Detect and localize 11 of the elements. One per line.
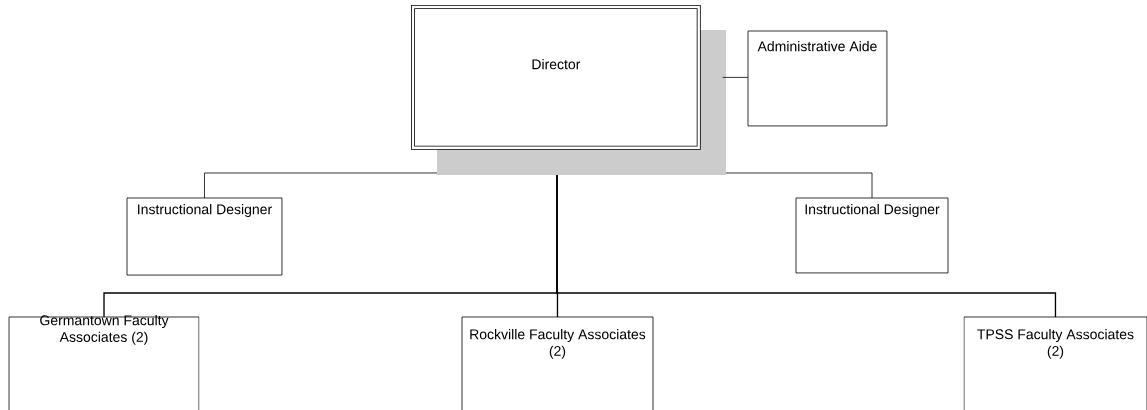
connector-line xyxy=(556,174,1057,318)
position-box: TPSS Faculty Associates (2) xyxy=(963,316,1147,410)
position-box: Instructional Designer xyxy=(126,197,283,276)
connector-line xyxy=(722,77,749,78)
position-box: Rockville Faculty Associates (2) xyxy=(461,316,654,410)
position-box: Germantown Faculty Associates (2) xyxy=(8,315,200,410)
position-box: Instructional Designer xyxy=(795,197,949,274)
director-box: Director xyxy=(411,5,701,150)
position-box: Administrative Aide xyxy=(747,30,888,127)
connector-line xyxy=(204,172,438,199)
connector-line xyxy=(725,172,873,199)
